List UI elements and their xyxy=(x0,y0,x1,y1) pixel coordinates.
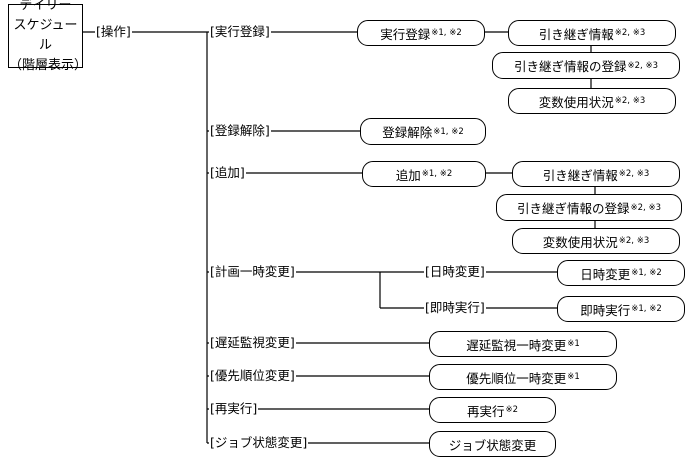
dialog-delay-monitor: 遅延監視一時変更※1 xyxy=(429,331,617,357)
dialog-date-change: 日時変更※1, ※2 xyxy=(557,260,685,286)
dialog-add: 追加※1, ※2 xyxy=(362,161,486,187)
dialog-inherit-info: 引き継ぎ情報※2, ※3 xyxy=(512,161,680,187)
dialog-job-status: ジョブ状態変更 xyxy=(429,431,556,457)
dialog-immediate-run: 即時実行※1, ※2 xyxy=(557,296,685,322)
dialog-inherit-info: 引き継ぎ情報※2, ※3 xyxy=(508,20,676,46)
menu-register: [実行登録] xyxy=(209,24,271,40)
menu-plan-change: [計画一時変更] xyxy=(209,264,296,280)
dialog-rerun: 再実行※2 xyxy=(429,397,556,423)
menu-operation: [操作] xyxy=(95,24,132,40)
dialog-unregister: 登録解除※1, ※2 xyxy=(360,118,486,145)
root-line: （階層表示） xyxy=(9,58,88,73)
menu-unregister: [登録解除] xyxy=(209,123,271,139)
daily-schedule-root: デイリー スケジュール （階層表示） xyxy=(8,0,87,73)
menu-priority: [優先順位変更] xyxy=(209,368,296,384)
menu-immediate-run: [即時実行] xyxy=(424,300,486,316)
dialog-inherit-info-register: 引き継ぎ情報の登録※2, ※3 xyxy=(496,194,682,221)
dialog-priority: 優先順位一時変更※1 xyxy=(429,364,617,390)
menu-rerun: [再実行] xyxy=(209,401,259,417)
menu-add: [追加] xyxy=(209,165,246,181)
dialog-inherit-info-register: 引き継ぎ情報の登録※2, ※3 xyxy=(492,52,680,79)
menu-delay-monitor: [遅延監視変更] xyxy=(209,335,296,351)
dialog-register: 実行登録※1, ※2 xyxy=(357,20,485,46)
menu-date-change: [日時変更] xyxy=(424,264,486,280)
dialog-variable-usage: 変数使用状況※2, ※3 xyxy=(512,228,680,254)
menu-job-status: [ジョブ状態変更] xyxy=(209,435,309,451)
root-line: デイリー xyxy=(19,0,72,13)
dialog-variable-usage: 変数使用状況※2, ※3 xyxy=(508,88,676,114)
root-line: スケジュール xyxy=(13,18,78,53)
